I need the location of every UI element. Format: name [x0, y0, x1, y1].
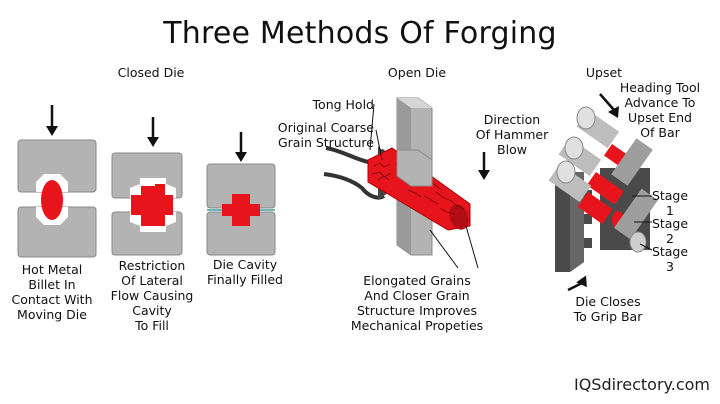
- advance-arrow: [599, 93, 615, 111]
- label-die-closes: Die Closes To Grip Bar: [573, 294, 643, 324]
- press-arrow-2-head: [147, 137, 159, 147]
- closed-die-step3: [206, 132, 276, 256]
- leader-elongated-2: [429, 229, 459, 269]
- label-heading-tool: Heading Tool Advance To Upset End Of Bar: [619, 80, 701, 140]
- press-arrow-3-head: [235, 152, 247, 162]
- section-open-die: Open Die: [387, 65, 447, 80]
- label-elongated-grains: Elongated Grains And Closer Grain Struct…: [350, 273, 484, 333]
- diagram-title: Three Methods Of Forging: [163, 16, 557, 51]
- closed-die-step2: [111, 117, 183, 256]
- label-cavity-filled: Die Cavity Finally Filled: [207, 257, 283, 287]
- upset-bar-stage2: [558, 136, 624, 205]
- billet-2: [131, 184, 173, 226]
- grip-arrow-head: [576, 275, 587, 288]
- section-closed-die: Closed Die: [117, 65, 185, 80]
- label-stage2: Stage 2: [651, 216, 689, 246]
- press-arrow-1-head: [46, 126, 58, 136]
- label-hammer-direction: Direction Of Hammer Blow: [475, 112, 549, 157]
- hammer-arrow-head: [478, 170, 490, 180]
- tong-jaw-lower: [323, 172, 386, 200]
- heading-tool-2: [614, 188, 658, 240]
- label-billet-contact: Hot Metal Billet In Contact With Moving …: [11, 262, 93, 322]
- label-tong-hold: Tong Hold: [312, 97, 374, 112]
- open-die-bar: [367, 147, 471, 231]
- section-upset: Upset: [585, 65, 623, 80]
- open-die-illustration: [323, 97, 490, 269]
- closed-die-step1: [17, 105, 97, 258]
- upset-illustration: [548, 93, 658, 292]
- upset-bar-stage3: [548, 160, 624, 229]
- billet-3: [222, 194, 260, 226]
- advance-arrow-head: [608, 106, 619, 118]
- brand-watermark: IQSdirectory.com: [573, 375, 710, 394]
- leader-grain: [375, 129, 383, 161]
- label-coarse-grain: Original Coarse Grain Structure: [277, 120, 374, 150]
- label-lateral-flow: Restriction Of Lateral Flow Causing Cavi…: [110, 258, 194, 333]
- billet-1: [41, 180, 63, 220]
- leader-tong: [369, 103, 375, 151]
- heading-tool-1: [611, 138, 653, 186]
- label-stage1: Stage 1: [651, 188, 689, 218]
- leader-elongated-1: [465, 225, 479, 269]
- label-stage3: Stage 3: [651, 244, 689, 274]
